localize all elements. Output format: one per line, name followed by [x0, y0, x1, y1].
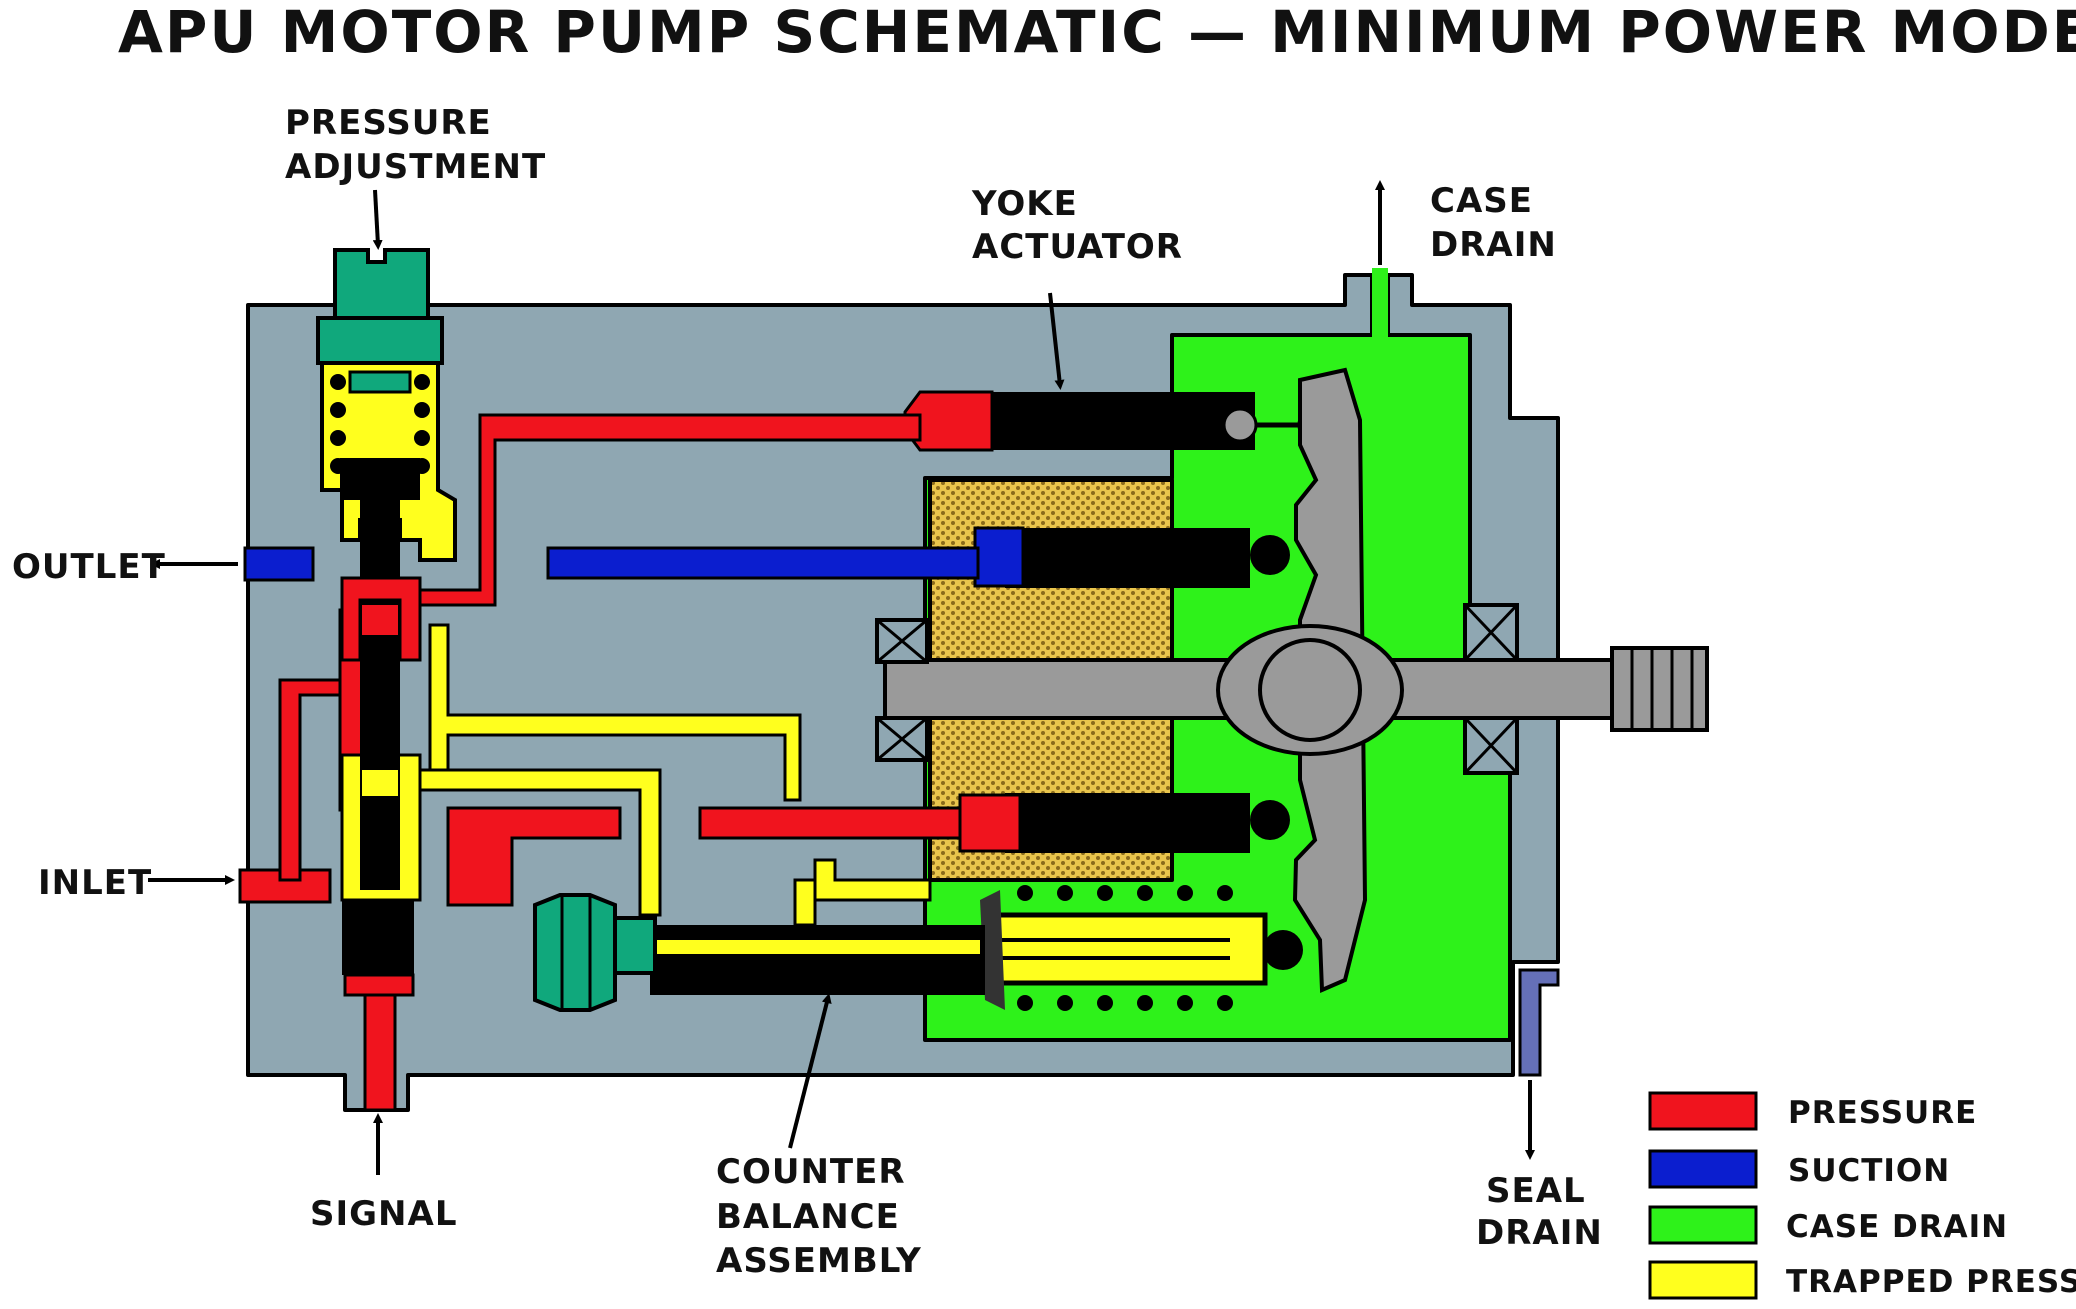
legend-label-trapped-pressure: TRAPPED PRESSURE [1786, 1264, 2076, 1300]
counter-balance-spring [1017, 885, 1233, 1011]
seal-drain-line [1518, 968, 1560, 1077]
pressure-adjust-cap [333, 248, 430, 320]
yoke-actuator-body [990, 392, 1255, 450]
label-inlet: INLET [38, 863, 152, 903]
label-signal: SIGNAL [310, 1194, 457, 1234]
piston-shoe-lower [1250, 800, 1290, 840]
legend-label-pressure: PRESSURE [1788, 1095, 1977, 1131]
front-bearing [875, 618, 929, 762]
counter-balance-adjuster [533, 893, 617, 1012]
piston-pressure-head [958, 793, 1022, 853]
legend: PRESSURE SUCTION CASE DRAIN TRAPPED PRES… [1648, 1091, 2076, 1300]
piston-lower [1005, 793, 1250, 853]
diagram-title: APU MOTOR PUMP SCHEMATIC — MINIMUM POWER… [118, 0, 2076, 66]
counter-balance-piston [982, 912, 1268, 986]
label-counter-balance-line1: COUNTER [716, 1152, 906, 1192]
label-yoke-actuator-line1: YOKE [971, 184, 1078, 224]
label-seal-drain-line1: SEAL [1486, 1171, 1586, 1211]
legend-label-case-drain: CASE DRAIN [1786, 1209, 2008, 1245]
case-drain-port [1372, 268, 1388, 338]
legend-swatch-case-drain [1648, 1205, 1758, 1245]
yoke-actuator-ball [1222, 407, 1258, 443]
label-outlet: OUTLET [12, 547, 166, 587]
piston-suction-head [973, 526, 1025, 588]
label-yoke-actuator-line2: ACTUATOR [972, 227, 1183, 267]
legend-swatch-pressure [1648, 1091, 1758, 1131]
counter-balance-rod [650, 925, 985, 995]
label-case-drain-line2: DRAIN [1430, 225, 1557, 265]
spool-pressure-section [340, 576, 422, 662]
label-counter-balance-line2: BALANCE [716, 1197, 900, 1237]
callout-leaders [148, 180, 1535, 1175]
piston-shoe-upper [1250, 535, 1290, 575]
yoke-actuator-pressure-end [903, 390, 994, 452]
suction-lines [243, 546, 980, 582]
legend-swatch-suction [1648, 1149, 1758, 1189]
shaft-seal [1463, 603, 1519, 775]
label-case-drain-line1: CASE [1430, 181, 1533, 221]
label-pressure-adjustment-line1: PRESSURE [285, 103, 492, 143]
label-pressure-adjustment-line2: ADJUSTMENT [285, 147, 546, 187]
legend-label-suction: SUCTION [1788, 1153, 1950, 1189]
label-counter-balance-line3: ASSEMBLY [716, 1241, 922, 1281]
label-seal-drain-line2: DRAIN [1476, 1213, 1603, 1253]
piston-upper [1005, 528, 1250, 588]
legend-swatch-trapped-pressure [1648, 1260, 1758, 1300]
